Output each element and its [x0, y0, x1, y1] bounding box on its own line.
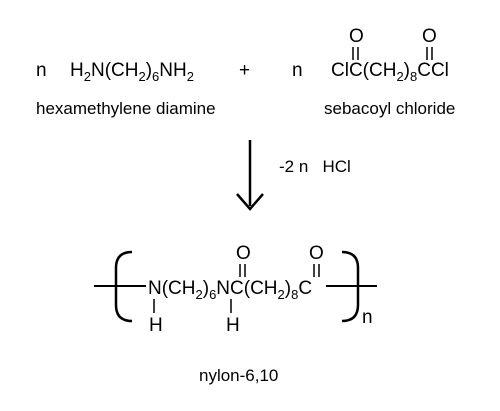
product-hydrogen-1: H: [149, 315, 163, 336]
sebacoyl-chloride-formula: O O ClC(CH2)8CCl: [331, 26, 449, 84]
plus-sign: +: [239, 60, 250, 81]
hexamethylene-diamine-formula: H2N(CH2)6NH2: [70, 60, 194, 84]
left-bracket: [114, 250, 133, 323]
svg-text:ClC(CH2)8CCl: ClC(CH2)8CCl: [331, 60, 449, 84]
right-bracket: [341, 250, 360, 323]
product-hydrogen-2: H: [226, 315, 240, 336]
product-name: nylon-6,10: [199, 366, 278, 385]
carbonyl-oxygen-left: O: [349, 26, 364, 47]
svg-text:N(CH2)6NC(CH2)8C: N(CH2)6NC(CH2)8C: [148, 278, 312, 302]
label-sebacoyl-chloride: sebacoyl chloride: [324, 99, 455, 118]
byproduct-label: -2 n HCl: [279, 157, 351, 176]
repeat-count-n: n: [362, 307, 373, 328]
product-oxygen-2: O: [309, 243, 324, 264]
product-oxygen-1: O: [236, 243, 251, 264]
svg-text:H2N(CH2)6NH2: H2N(CH2)6NH2: [70, 60, 194, 84]
nylon-repeat-unit: N(CH2)6NC(CH2)8C O O H H n: [94, 243, 377, 336]
coefficient-n-1: n: [36, 60, 47, 81]
carbonyl-oxygen-right: O: [422, 26, 437, 47]
coefficient-n-2: n: [292, 60, 303, 81]
label-hexamethylene-diamine: hexamethylene diamine: [36, 99, 216, 118]
reaction-arrow: [236, 140, 264, 211]
